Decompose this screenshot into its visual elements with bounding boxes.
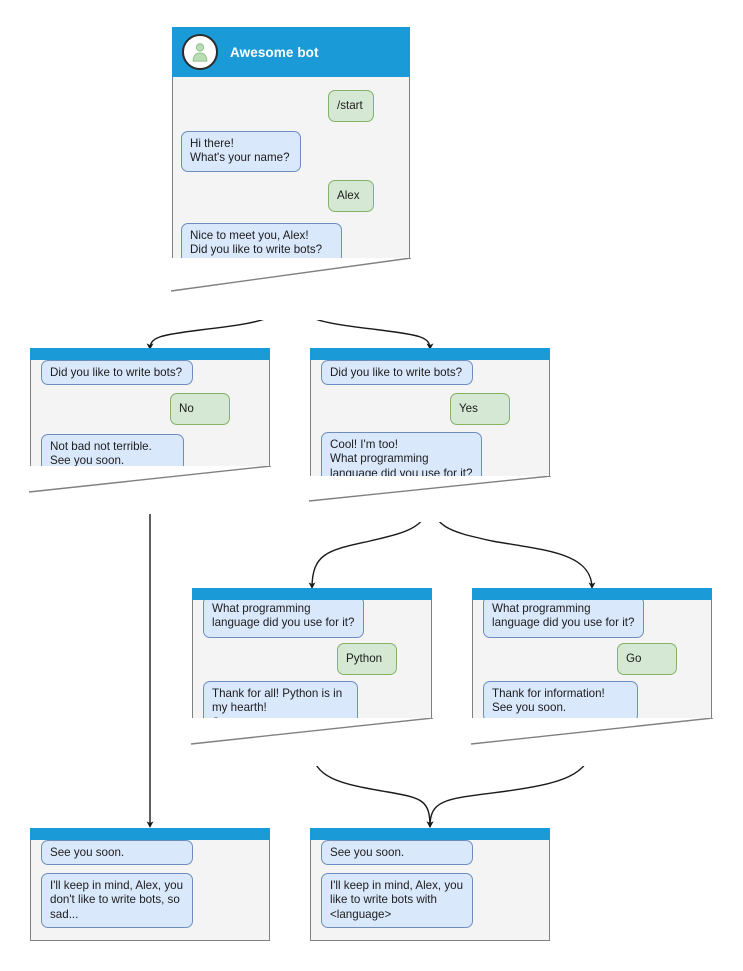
node-end-no[interactable]: See you soon. I'll keep in mind, Alex, y… [30,828,270,941]
message-bubble-bot: Thank for information! See you soon. [483,681,638,722]
node-end-yes-header [310,828,550,840]
node-no-branch-torn-edge [28,466,272,514]
message-bubble-user: No [170,393,230,425]
node-root-title: Awesome bot [230,44,319,60]
node-end-no-messages: See you soon. I'll keep in mind, Alex, y… [30,828,270,941]
message-bubble-bot: Did you like to write bots? [41,360,193,385]
node-yes-branch-header [310,348,550,360]
node-root-header: Awesome bot [172,27,410,77]
message-bubble-bot: What programming language did you use fo… [483,596,644,638]
message-bubble-bot: Nice to meet you, Alex! Did you like to … [181,223,342,264]
node-python-branch-torn-edge [190,718,434,766]
message-bubble-bot: See you soon. [321,840,473,865]
message-bubble-user: Yes [450,393,510,425]
node-end-yes[interactable]: See you soon. I'll keep in mind, Alex, y… [310,828,550,941]
node-go-branch[interactable]: What programming language did you use fo… [470,588,714,766]
node-end-no-header [30,828,270,840]
message-bubble-user: Go [617,643,677,675]
node-root[interactable]: Awesome bot /start Hi there! What's your… [170,27,412,320]
node-python-branch-header [192,588,432,600]
message-bubble-bot: Hi there! What's your name? [181,131,301,172]
message-bubble-bot: What programming language did you use fo… [203,596,364,638]
node-yes-branch[interactable]: Did you like to write bots? Yes Cool! I'… [308,348,552,522]
node-python-branch[interactable]: What programming language did you use fo… [190,588,434,766]
node-yes-branch-torn-edge [308,476,552,522]
message-bubble-bot: I'll keep in mind, Alex, you don't like … [41,873,193,928]
node-go-branch-messages: What programming language did you use fo… [472,588,712,748]
message-bubble-bot: See you soon. [41,840,193,865]
node-go-branch-torn-edge [470,718,714,766]
node-no-branch[interactable]: Did you like to write bots? No Not bad n… [28,348,272,514]
message-bubble-user: Python [337,643,397,675]
node-no-branch-header [30,348,270,360]
node-root-messages: /start Hi there! What's your name? Alex … [172,27,410,288]
message-bubble-bot: I'll keep in mind, Alex, you like to wri… [321,873,473,928]
node-go-branch-header [472,588,712,600]
message-bubble-user: Alex [328,180,374,212]
node-no-branch-messages: Did you like to write bots? No Not bad n… [30,348,270,489]
user-avatar-icon [182,34,218,70]
node-end-yes-messages: See you soon. I'll keep in mind, Alex, y… [310,828,550,941]
message-bubble-user: /start [328,90,374,122]
node-python-branch-messages: What programming language did you use fo… [192,588,432,748]
message-bubble-bot: Did you like to write bots? [321,360,473,385]
node-root-torn-edge [170,258,412,320]
node-yes-branch-messages: Did you like to write bots? Yes Cool! I'… [310,348,550,489]
